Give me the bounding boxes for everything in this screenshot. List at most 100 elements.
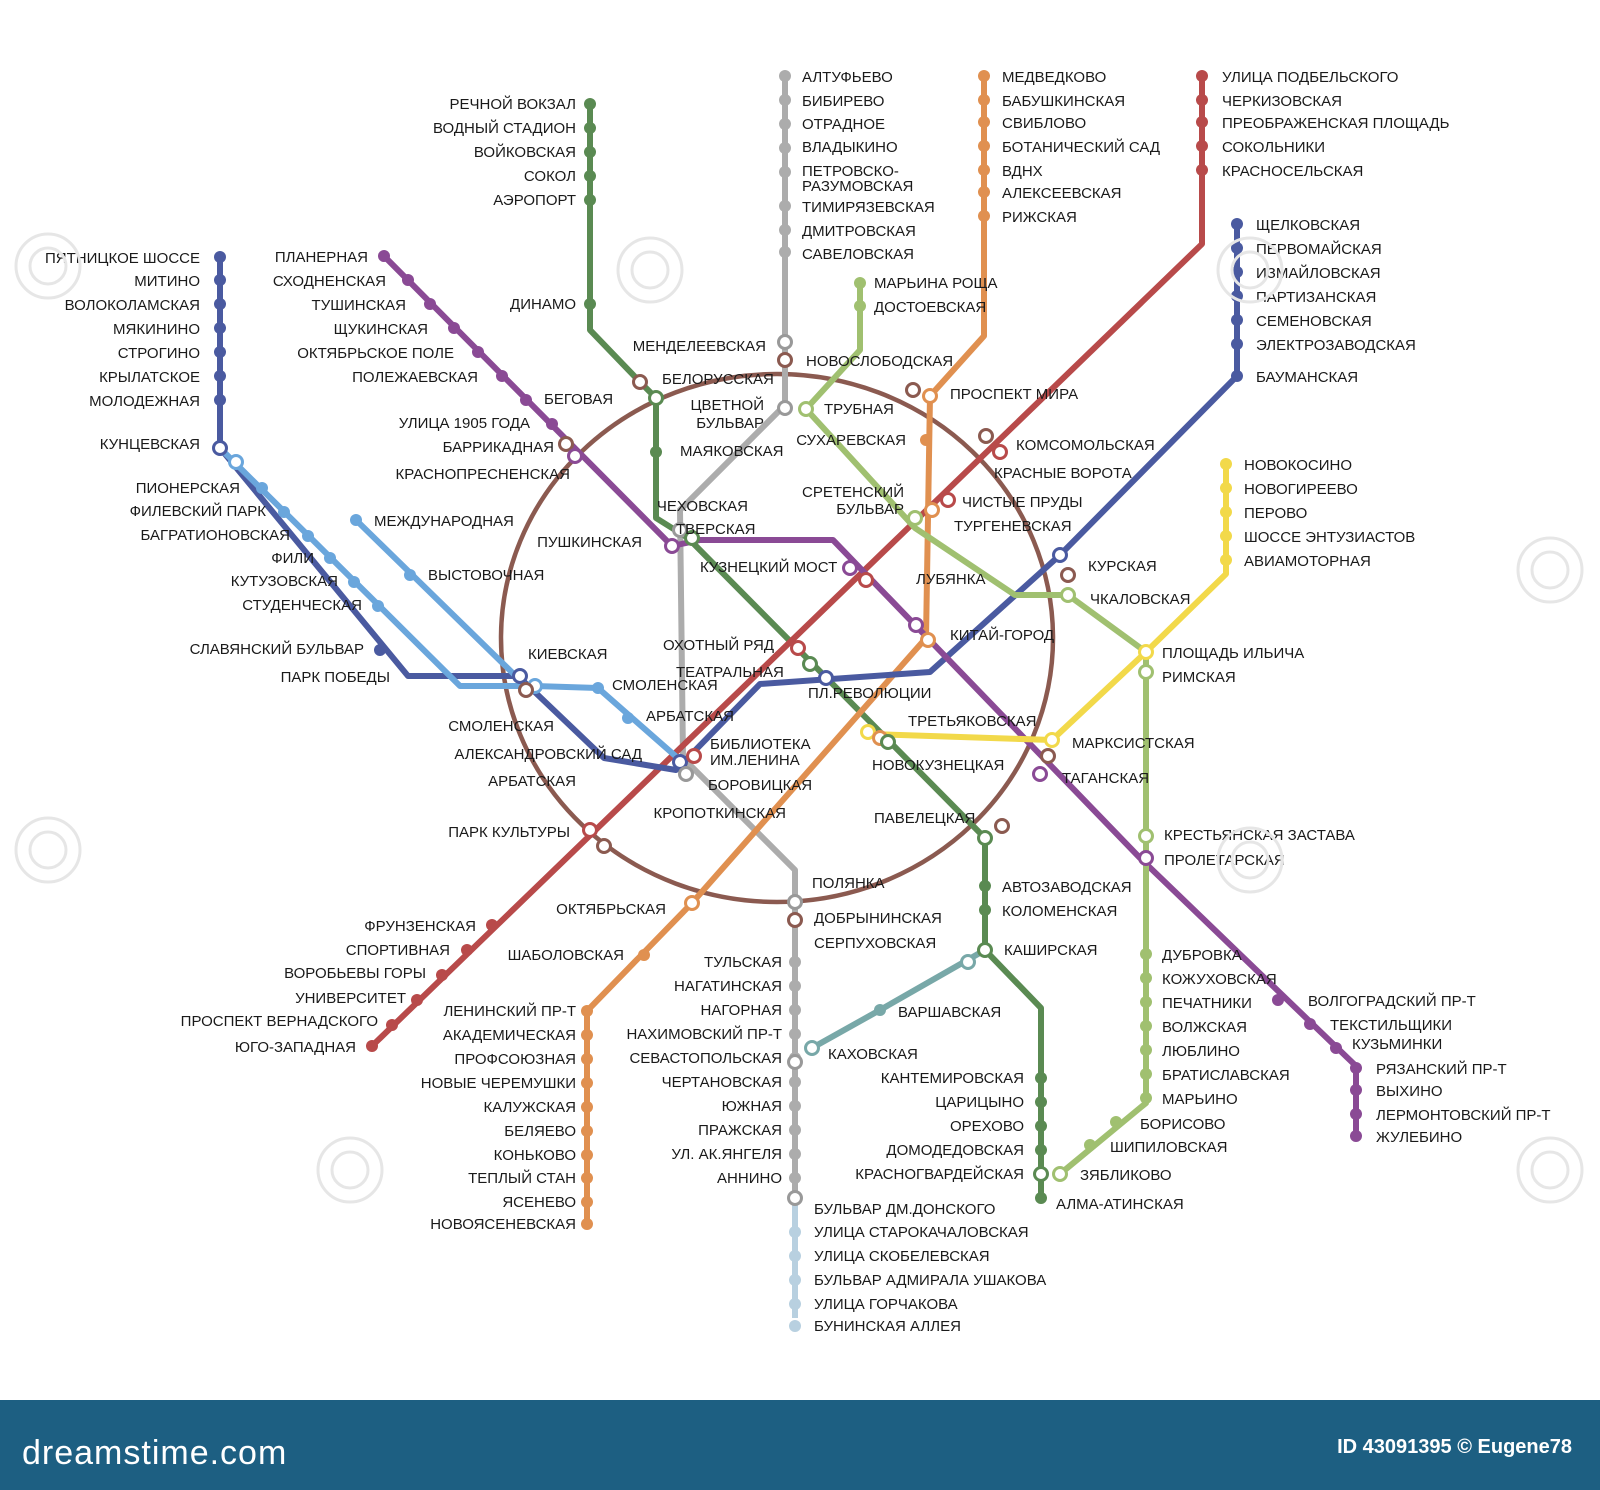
transfer-circle (818, 670, 834, 686)
transfer-circle (1138, 828, 1154, 844)
station-label: КУНЦЕВСКАЯ (100, 436, 200, 453)
station-dot (979, 880, 991, 892)
station-label: СМОЛЕНСКАЯ (612, 677, 718, 694)
station-dot (1140, 996, 1152, 1008)
station-label: БУНИНСКАЯ АЛЛЕЯ (814, 1318, 961, 1335)
station-label: ПРОСПЕКТ ВЕРНАДСКОГО (181, 1013, 378, 1030)
station-dot (214, 322, 226, 334)
station-dot (214, 298, 226, 310)
station-label: АВИАМОТОРНАЯ (1244, 553, 1371, 570)
station-label: ЧИСТЫЕ ПРУДЫ (962, 494, 1082, 511)
station-label: ФИЛИ (271, 550, 314, 567)
station-dot (1220, 458, 1232, 470)
station-dot (789, 1226, 801, 1238)
line-11-route (810, 947, 987, 1051)
transfer-circle (880, 734, 896, 750)
station-dot (779, 94, 791, 106)
station-label: КОЛОМЕНСКАЯ (1002, 903, 1117, 920)
station-label: ТИМИРЯЗЕВСКАЯ (802, 199, 935, 216)
station-dot (1140, 1020, 1152, 1032)
station-label: ДУБРОВКА (1162, 947, 1242, 964)
station-label: КАШИРСКАЯ (1004, 942, 1098, 959)
station-dot (978, 94, 990, 106)
station-label: КУЗНЕЦКИЙ МОСТ (700, 558, 837, 576)
station-label: ВОЙКОВСКАЯ (474, 143, 576, 161)
transfer-circle (596, 838, 612, 854)
station-label: МЕНДЕЛЕЕВСКАЯ (633, 338, 766, 355)
transfer-circle (858, 572, 874, 588)
station-label: ПЛОЩАДЬ ИЛЬИЧА (1162, 645, 1304, 662)
station-label: СЕВАСТОПОЛЬСКАЯ (629, 1050, 782, 1067)
station-dot (1035, 1096, 1047, 1108)
station-dot (1231, 370, 1243, 382)
station-dot (874, 1004, 886, 1016)
station-label: САВЕЛОВСКАЯ (802, 246, 914, 263)
station-label: ТЕКСТИЛЬЩИКИ (1330, 1017, 1452, 1034)
station-label: БИБИРЕВО (802, 93, 884, 110)
station-dot (278, 506, 290, 518)
transfer-circle (787, 1054, 803, 1070)
station-dot (789, 1124, 801, 1136)
transfer-circle (1040, 748, 1056, 764)
transfer-circle (632, 374, 648, 390)
station-dot (302, 530, 314, 542)
station-dot (1035, 1144, 1047, 1156)
station-label: АЛТУФЬЕВО (802, 69, 893, 86)
transfer-circle (686, 748, 702, 764)
transfer-circle (960, 954, 976, 970)
station-dot (1140, 1092, 1152, 1104)
station-label: ЧЕХОВСКАЯ (657, 498, 748, 515)
station-label: ВЛАДЫКИНО (802, 139, 898, 156)
station-label: ПРОСПЕКТ МИРА (950, 386, 1078, 403)
transfer-circle (777, 334, 793, 350)
station-dot (779, 166, 791, 178)
station-label: НОВОЯСЕНЕВСКАЯ (430, 1216, 576, 1233)
station-label: КАНТЕМИРОВСКАЯ (881, 1070, 1024, 1087)
station-label: ОТРАДНОЕ (802, 116, 885, 133)
station-dot (978, 164, 990, 176)
transfer-circle (518, 682, 534, 698)
station-label: ЖУЛЕБИНО (1376, 1129, 1462, 1146)
station-dot (1084, 1139, 1096, 1151)
station-dot (448, 322, 460, 334)
station-label: МЯКИНИНО (113, 321, 200, 338)
station-dot (789, 1100, 801, 1112)
station-dot (779, 70, 791, 82)
station-label: СУХАРЕВСКАЯ (796, 432, 906, 449)
transfer-circle (787, 894, 803, 910)
station-label: ТРЕТЬЯКОВСКАЯ (908, 713, 1037, 730)
station-dot (1140, 948, 1152, 960)
station-dot (372, 600, 384, 612)
station-label: ШИПИЛОВСКАЯ (1110, 1139, 1228, 1156)
transfer-circle (512, 668, 528, 684)
transfer-circle (777, 352, 793, 368)
station-label: МЕЖДУНАРОДНАЯ (374, 513, 514, 530)
station-label: ИЗМАЙЛОВСКАЯ (1256, 264, 1381, 282)
station-dot (622, 712, 634, 724)
station-label: ОРЕХОВО (950, 1118, 1024, 1135)
station-dot (779, 142, 791, 154)
station-dot (789, 1250, 801, 1262)
station-label: ВОЛГОГРАДСКИЙ ПР-Т (1308, 992, 1476, 1010)
station-dot (348, 576, 360, 588)
station-label: ВОЛОКОЛАМСКАЯ (65, 297, 200, 314)
station-label: МАРЬИНА РОЩА (874, 275, 998, 292)
station-label: РИМСКАЯ (1162, 669, 1236, 686)
transfer-circle (860, 724, 876, 740)
transfer-circle (1060, 587, 1076, 603)
transfer-circle (567, 448, 583, 464)
station-dot (1231, 218, 1243, 230)
station-label: СМОЛЕНСКАЯ (448, 718, 554, 735)
station-dot (1272, 994, 1284, 1006)
transfer-circle (977, 942, 993, 958)
station-label: СВИБЛОВО (1002, 115, 1086, 132)
line-3-route (217, 224, 1240, 773)
station-label: РЕЧНОЙ ВОКЗАЛ (450, 95, 576, 113)
station-label: ЭЛЕКТРОЗАВОДСКАЯ (1256, 337, 1416, 354)
station-label: ВОЛЖСКАЯ (1162, 1019, 1247, 1036)
station-dot (584, 98, 596, 110)
station-label: БОТАНИЧЕСКИЙ САД (1002, 138, 1160, 156)
station-label: БАГРАТИОНОВСКАЯ (140, 527, 290, 544)
